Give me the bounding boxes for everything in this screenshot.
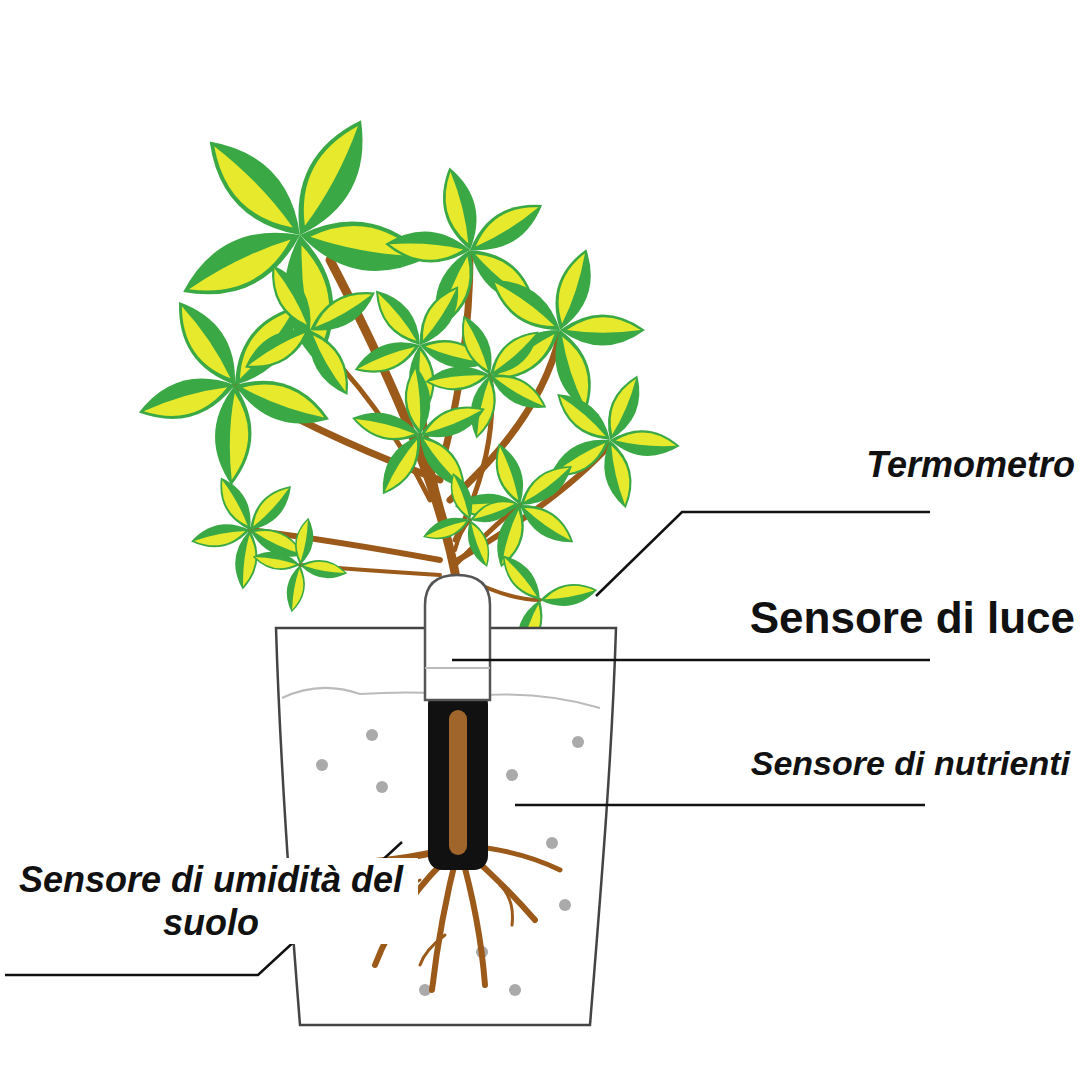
soil-grain	[366, 729, 378, 741]
leaf	[482, 323, 546, 384]
leader-lines	[5, 512, 930, 975]
leaf	[298, 556, 348, 582]
leaf	[409, 279, 468, 352]
leaf	[560, 315, 645, 346]
leaf	[251, 548, 301, 574]
leaf	[461, 517, 495, 570]
soil-grain	[316, 759, 328, 771]
leaf	[242, 479, 299, 538]
leaf	[291, 516, 317, 566]
leaf	[538, 580, 599, 611]
soil-grain	[559, 899, 571, 911]
leaf	[415, 397, 489, 447]
leaf	[467, 494, 520, 528]
soil-grain	[376, 781, 388, 793]
leaf	[279, 109, 382, 246]
leaf	[513, 456, 579, 514]
part-label: Termometro	[730, 443, 1075, 486]
part-label: Sensore di umidità del suolo	[4, 858, 418, 944]
leaf	[283, 563, 309, 613]
soil-grain	[506, 769, 518, 781]
leaf	[303, 281, 382, 342]
soil-grain	[509, 984, 521, 996]
plant-branches	[235, 255, 610, 600]
leaf	[462, 192, 550, 263]
sensor-probe	[425, 575, 490, 870]
soil-grain	[572, 736, 584, 748]
leaf	[420, 511, 473, 545]
leaf	[598, 371, 649, 445]
leaf	[495, 549, 548, 607]
leaf	[549, 384, 619, 449]
leaf	[545, 244, 601, 334]
leaf	[193, 125, 317, 251]
part-label: Sensore di luce	[640, 592, 1075, 645]
soil-grain	[546, 837, 558, 849]
leaf	[444, 470, 478, 523]
plant-leaves	[134, 109, 681, 658]
part-label: Sensore di nutrienti	[640, 743, 1070, 784]
